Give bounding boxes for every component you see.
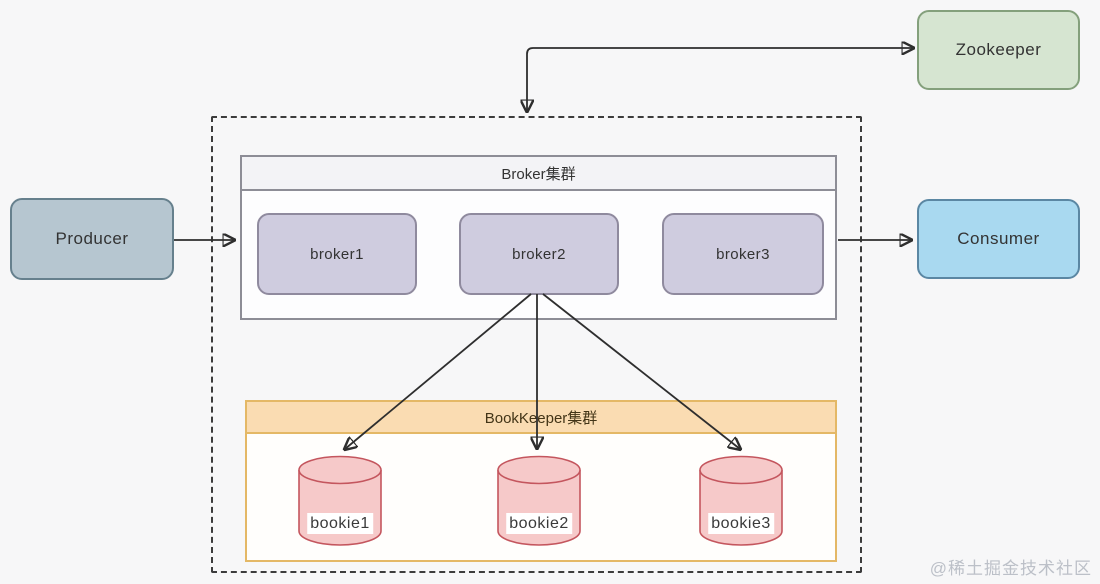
- broker3-label: broker3: [716, 245, 770, 263]
- bookie2-label: bookie2: [506, 513, 572, 534]
- pulsar-cluster-boundary: [211, 116, 862, 573]
- edge-cluster-to-zookeeper: [527, 48, 913, 111]
- watermark-text: @稀土掘金技术社区: [929, 559, 1092, 578]
- bookkeeper-cluster-title: BookKeeper集群: [247, 402, 835, 434]
- bookie3-label: bookie3: [708, 513, 774, 534]
- broker3-node: broker3: [662, 213, 824, 295]
- broker1-label: broker1: [310, 245, 364, 263]
- bookkeeper-cluster-lane: BookKeeper集群 bookie1 bookie2 bookie3: [245, 400, 837, 562]
- producer-label: Producer: [55, 229, 129, 248]
- bookie2-node: bookie2: [497, 455, 581, 547]
- broker-cluster-lane: Broker集群 broker1 broker2 broker3: [240, 155, 837, 320]
- consumer-node: Consumer: [917, 199, 1080, 279]
- broker1-node: broker1: [257, 213, 417, 295]
- broker-cluster-title: Broker集群: [242, 157, 835, 191]
- broker2-node: broker2: [459, 213, 619, 295]
- zookeeper-label: Zookeeper: [955, 40, 1042, 59]
- bookie1-label: bookie1: [307, 513, 373, 534]
- bookie1-node: bookie1: [298, 455, 382, 547]
- producer-node: Producer: [10, 198, 174, 280]
- bookkeeper-cluster-body: bookie1 bookie2 bookie3: [247, 434, 835, 562]
- broker2-label: broker2: [512, 245, 566, 263]
- zookeeper-node: Zookeeper: [917, 10, 1080, 90]
- consumer-label: Consumer: [957, 229, 1040, 248]
- bookie3-node: bookie3: [699, 455, 783, 547]
- broker-cluster-body: broker1 broker2 broker3: [242, 191, 835, 320]
